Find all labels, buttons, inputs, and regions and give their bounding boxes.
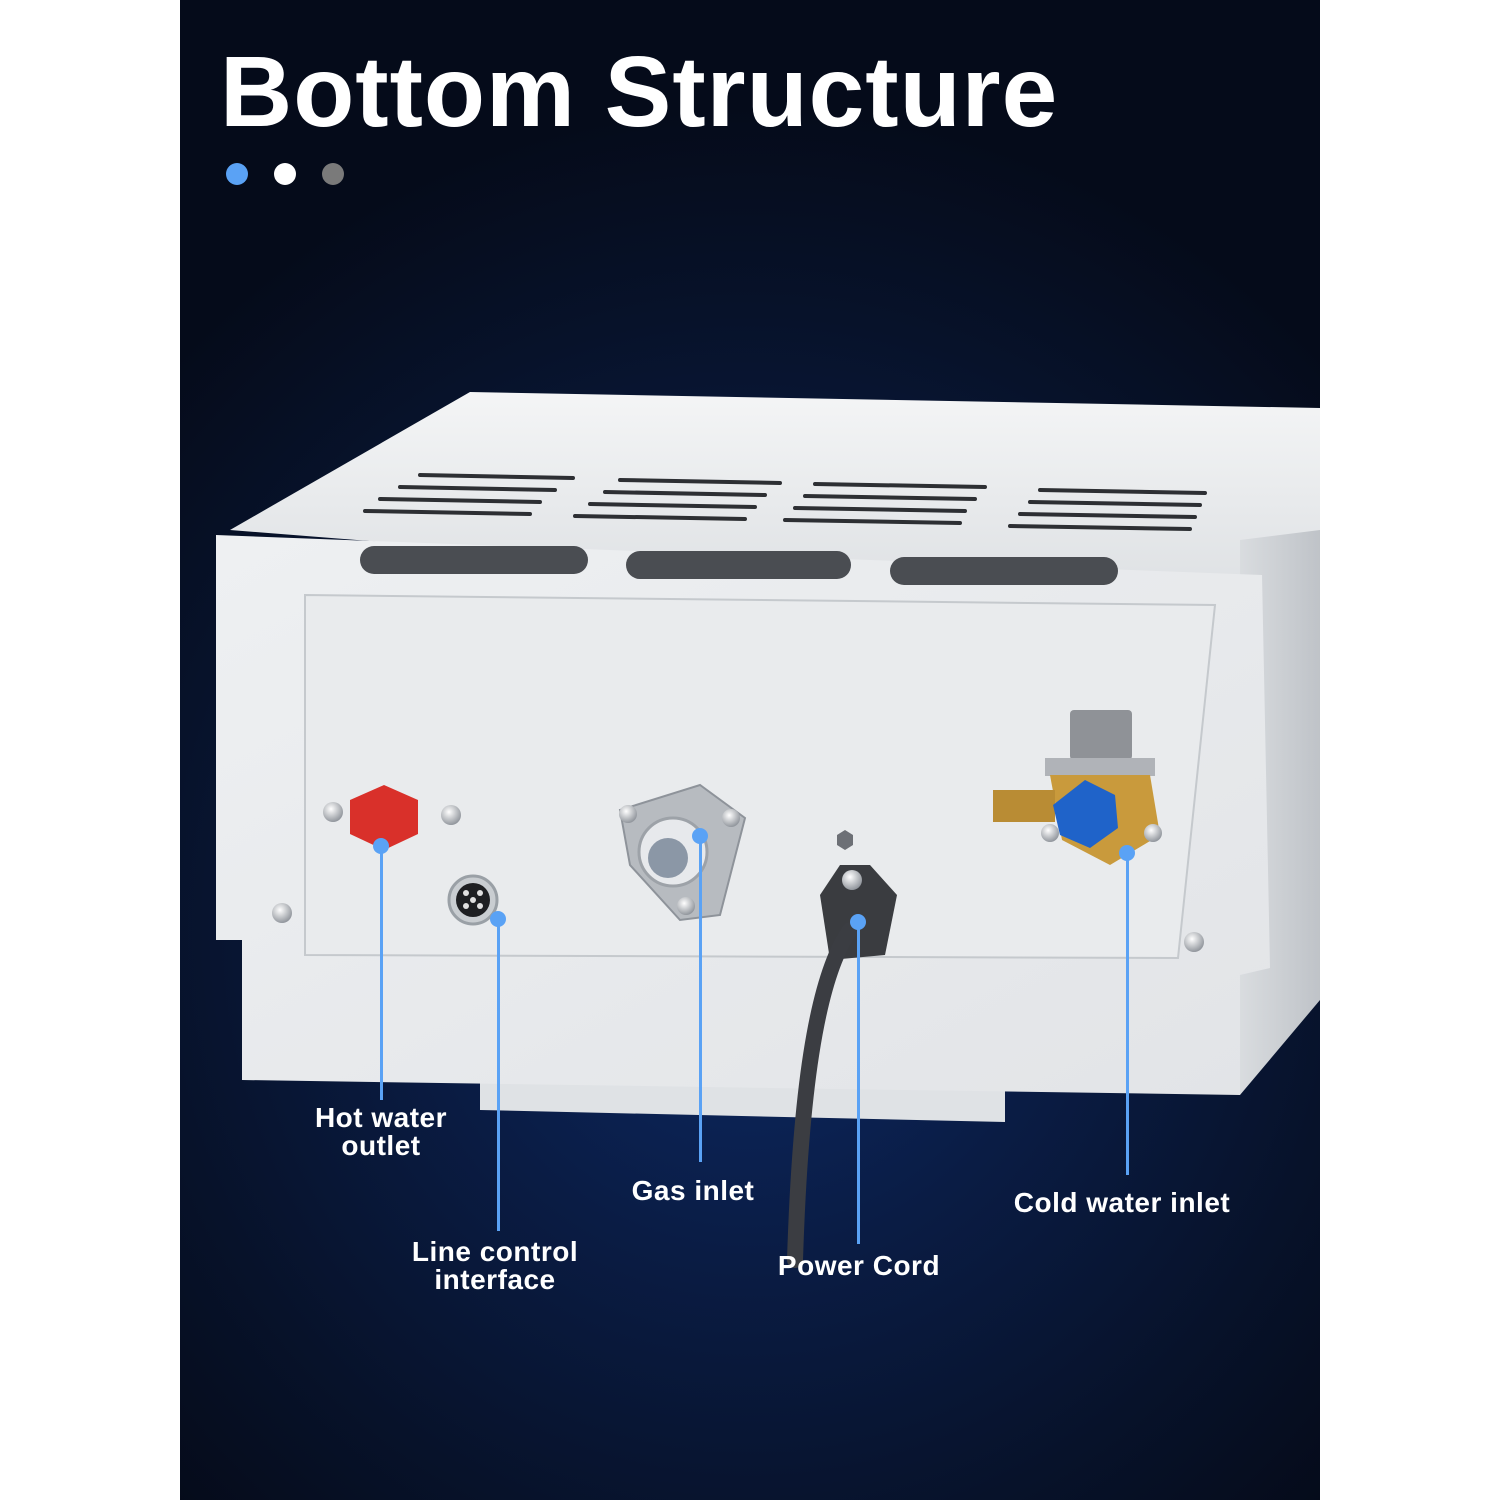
callout-label: Line control interface: [411, 1236, 579, 1295]
callout-label: Hot water outlet: [314, 1102, 448, 1161]
carousel-dot[interactable]: [274, 163, 296, 185]
carousel-dots: [226, 163, 344, 185]
callout-label: Gas inlet: [631, 1175, 755, 1206]
leader-line: [380, 846, 383, 1100]
water-heater-bottom-illustration: [216, 392, 1320, 1268]
product-panel: Bottom Structure: [180, 0, 1320, 1500]
leader-line: [857, 922, 860, 1244]
callout-label: Power Cord: [777, 1250, 941, 1281]
leader-line: [1126, 853, 1129, 1175]
carousel-dot[interactable]: [322, 163, 344, 185]
page-title: Bottom Structure: [220, 36, 1059, 148]
callout-label: Cold water inlet: [1013, 1187, 1231, 1218]
leader-line: [497, 919, 500, 1231]
carousel-dot-active[interactable]: [226, 163, 248, 185]
leader-line: [699, 836, 702, 1162]
